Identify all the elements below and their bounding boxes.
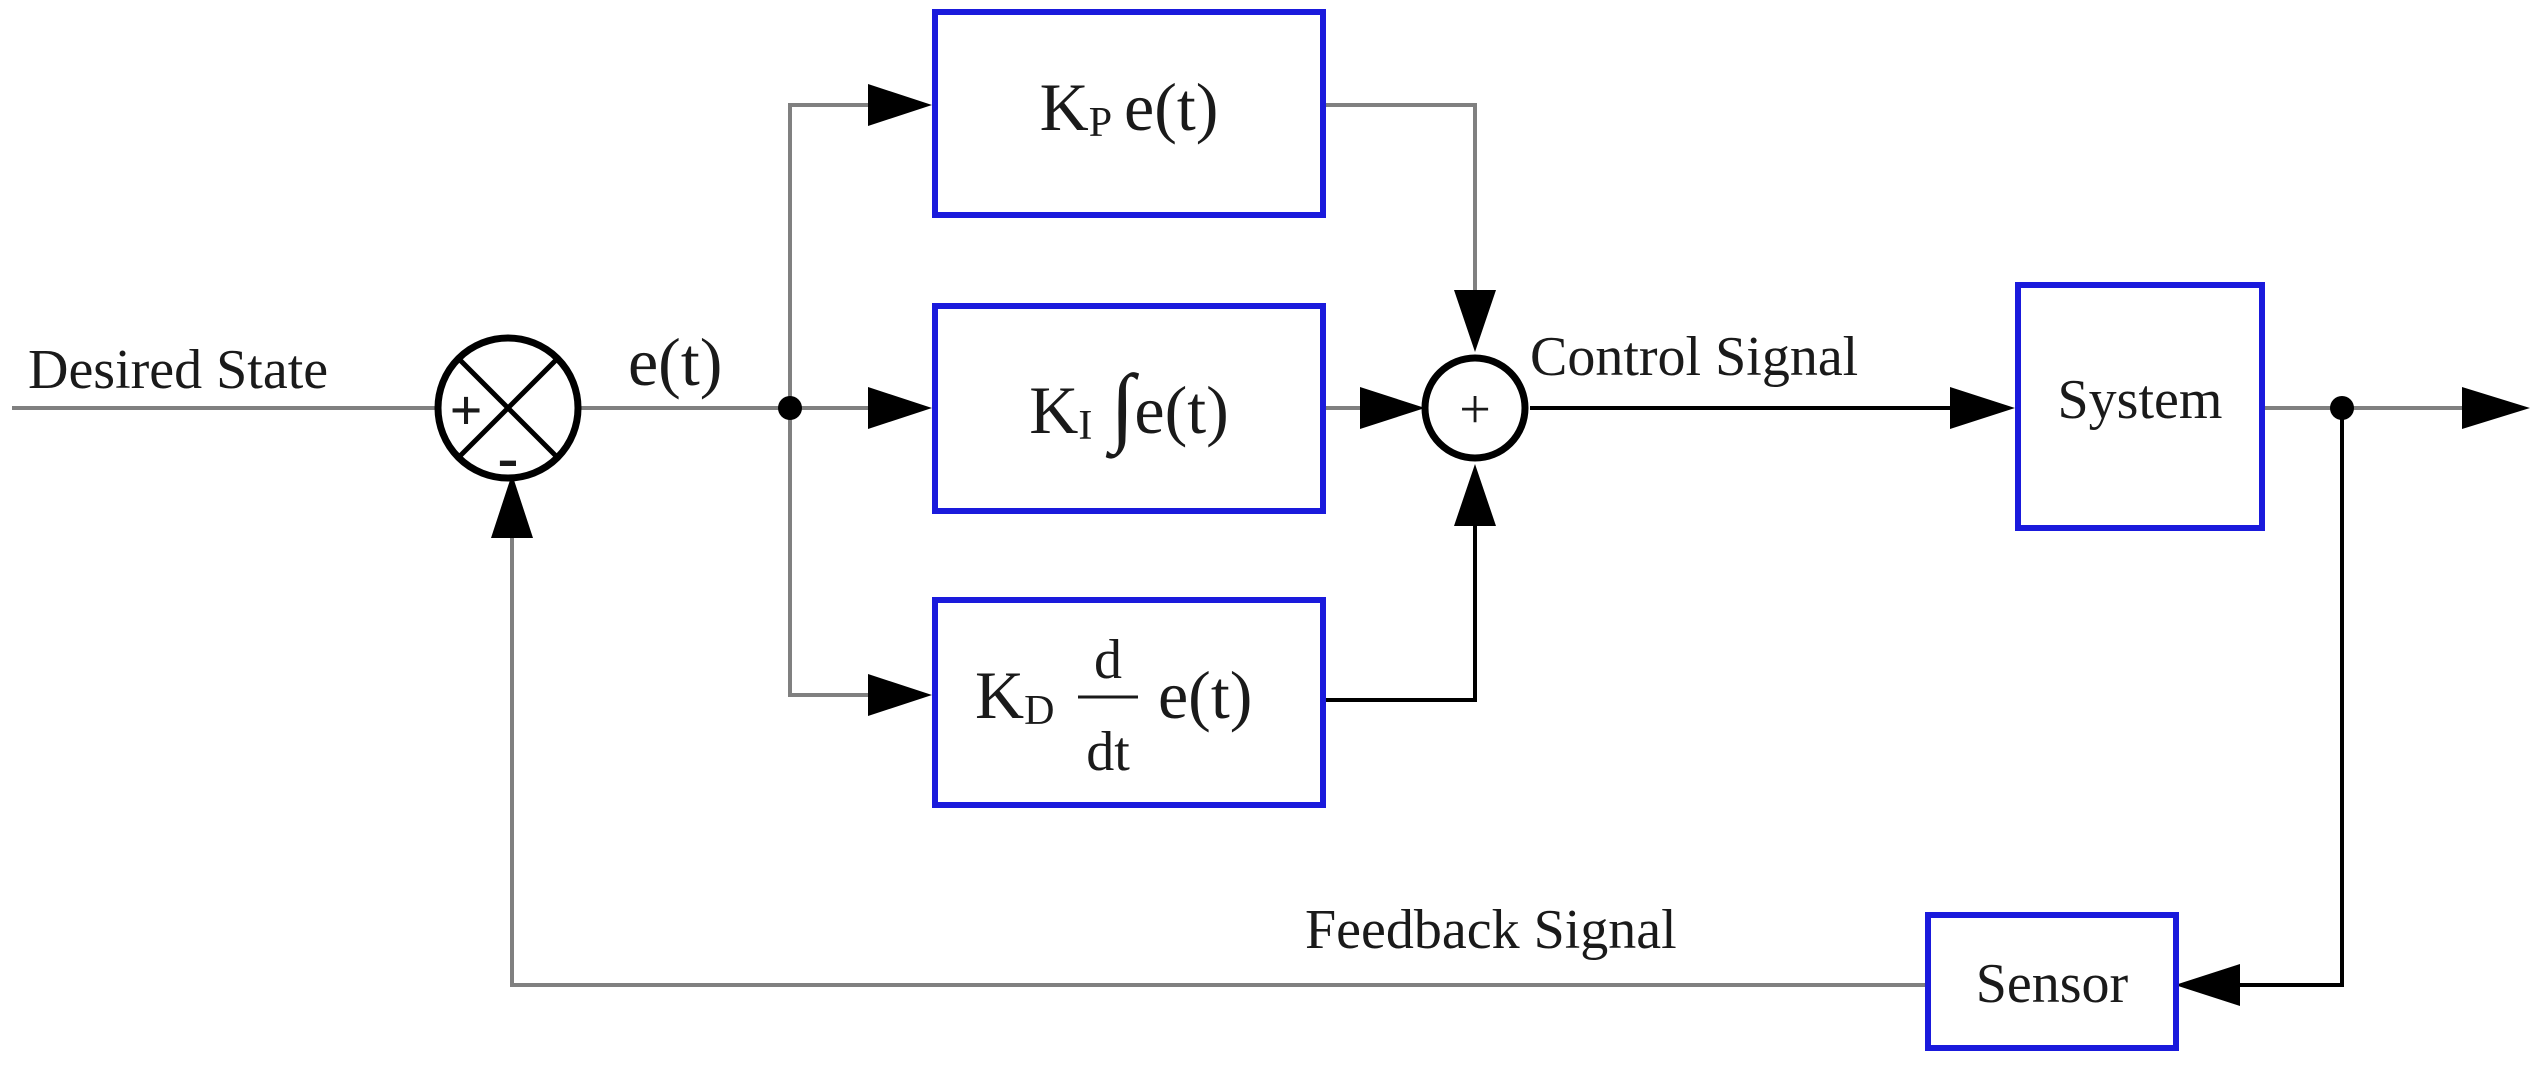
arrow-to-p-block (868, 84, 932, 126)
sensor-block: Sensor (1925, 912, 2179, 1051)
derivative-numerator: d (1094, 629, 1122, 691)
d-to-sum-wire (1323, 520, 1477, 702)
controller-sum-plus: + (1459, 379, 1491, 441)
error-junction-dot (778, 396, 802, 420)
sensor-label: Sensor (1976, 953, 2129, 1015)
derivative-block-box (932, 597, 1326, 808)
sensor-block-box (1925, 912, 2179, 1051)
arrow-i-into-sum (1360, 387, 1425, 429)
proportional-expr: e(t) (1124, 69, 1218, 145)
p-to-sum-wire (1323, 103, 1477, 300)
derivative-gain: K (975, 657, 1024, 733)
arrow-to-sensor (2175, 964, 2240, 1006)
integral-block: KI ∫e(t) (932, 303, 1326, 514)
arrow-d-into-sum (1454, 464, 1496, 526)
system-block-box (2015, 282, 2265, 531)
error-summing-junction: + - (434, 334, 582, 492)
error-signal-label: e(t) (628, 324, 722, 400)
branch-p-wire (788, 103, 882, 408)
output-to-sensor-wire (2235, 408, 2344, 987)
controller-sum-circle (1421, 354, 1529, 462)
branch-d-wire (788, 408, 882, 697)
derivative-block: KD d dt e(t) (932, 597, 1326, 808)
derivative-gain-label: KD (975, 657, 1054, 734)
arrow-p-into-sum (1454, 290, 1496, 352)
integral-block-label: KI ∫e(t) (1029, 358, 1229, 459)
desired-state-label: Desired State (28, 339, 328, 401)
arrow-output (2462, 387, 2530, 429)
control-signal-label: Control Signal (1530, 326, 1858, 388)
arrowheads (491, 84, 2530, 1006)
feedback-wire (510, 530, 1928, 987)
arrow-feedback-into-junction (491, 474, 533, 538)
summing-junction-cross-b (456, 356, 560, 460)
proportional-block-box (932, 9, 1326, 218)
integral-gain-sub: I (1078, 403, 1092, 449)
derivative-denominator: dt (1086, 721, 1130, 783)
derivative-gain-sub: D (1024, 688, 1054, 734)
integral-expr: e(t) (1134, 372, 1228, 448)
proportional-gain-sub: P (1089, 100, 1112, 146)
arrow-to-system (1950, 387, 2015, 429)
summing-plus-sign: + (449, 378, 482, 443)
arrow-to-i-block (868, 387, 932, 429)
system-block: System (2015, 282, 2265, 531)
integral-block-box (932, 303, 1326, 514)
derivative-expr: e(t) (1158, 657, 1252, 733)
integral-gain: K (1029, 372, 1078, 448)
controller-summing-junction: + (1421, 354, 1529, 462)
proportional-gain: K (1040, 69, 1089, 145)
summing-minus-sign: - (498, 424, 519, 492)
feedback-signal-label: Feedback Signal (1305, 899, 1677, 961)
output-junction-dot (2330, 396, 2354, 420)
system-label: System (2058, 369, 2223, 431)
wires (12, 103, 2462, 987)
arrow-to-d-block (868, 674, 932, 716)
integral-sign: ∫ (1105, 358, 1139, 459)
